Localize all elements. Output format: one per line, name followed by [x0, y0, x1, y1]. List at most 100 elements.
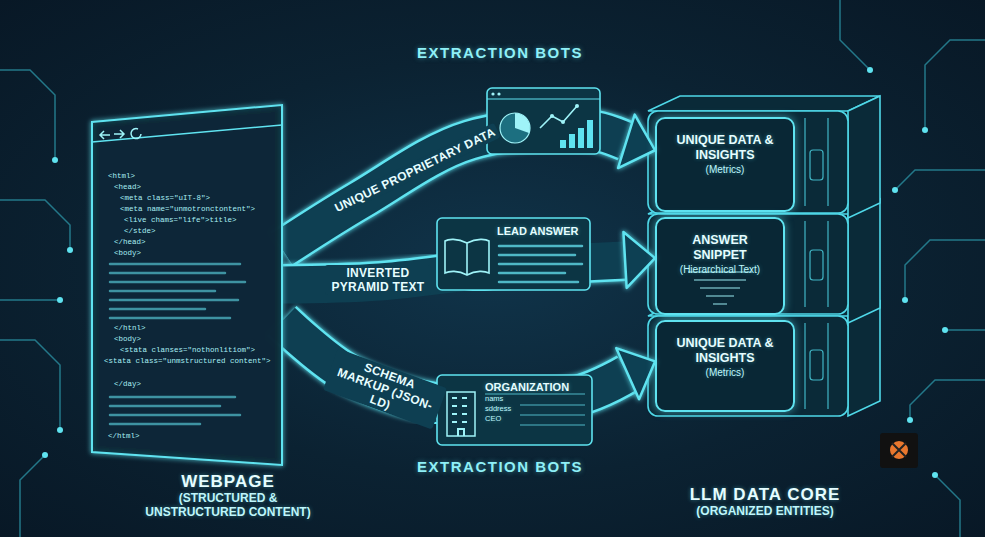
answer-card: LEAD ANSWER [437, 218, 590, 290]
trace-dot [867, 67, 873, 73]
building-windows [452, 398, 467, 436]
circuit-trace [0, 299, 60, 301]
trace-dot [932, 472, 938, 478]
data-core: LLM DATA CORE(ORGANIZED ENTITIES)UNIQUE … [640, 95, 890, 480]
circuit-trace [905, 240, 985, 300]
card-frame [437, 375, 592, 445]
trace-dots [42, 67, 948, 478]
window-dot [491, 92, 494, 95]
trace-dot [67, 247, 73, 253]
forward-icon [114, 130, 124, 138]
circuit-trace [895, 170, 985, 190]
trace-dot [42, 452, 48, 458]
data-module: ANSWER SNIPPET(Hierarchical Text) [655, 217, 785, 315]
code-line: <stata clanses="nothonlitiom"> [120, 346, 255, 355]
bar [587, 120, 593, 148]
arrow-head [623, 232, 655, 288]
browser-nav-icons [100, 129, 141, 139]
circuit-trace [945, 329, 985, 331]
trace-dot [902, 297, 908, 303]
block-front [648, 214, 848, 314]
logo-box [880, 433, 918, 468]
trace-dot [57, 297, 63, 303]
field-name: CEO [485, 414, 501, 424]
card-title: LEAD ANSWER [497, 224, 578, 238]
card-frame [437, 218, 590, 290]
block-handle [810, 250, 823, 280]
card-frame [487, 88, 600, 154]
trace-dot [57, 427, 63, 433]
code-line: <body> [114, 249, 141, 258]
node-heading: WEBPAGE [181, 472, 275, 491]
module-subheading: (Metrics) [706, 366, 745, 379]
code-line: </html> [108, 432, 140, 441]
line-chart [540, 106, 577, 128]
module-heading: UNIQUE DATA & INSIGHTS [665, 133, 785, 163]
code-line: </day> [114, 380, 141, 389]
content-lines [110, 264, 245, 424]
bar [578, 128, 584, 148]
back-icon [100, 131, 110, 139]
bar [560, 140, 566, 148]
organization-card: ORGANIZATIONnamssddressCEO [437, 375, 592, 445]
building-icon [447, 392, 475, 436]
module-subheading: (Metrics) [706, 163, 745, 176]
pie-chart [500, 113, 530, 143]
circuit-trace [910, 380, 985, 420]
code-line: <meta name="unmotronctontent"> [120, 205, 255, 214]
circuit-trace [0, 340, 60, 430]
code-line: <meta class="uIT-8"> [120, 194, 210, 203]
module-heading: ANSWER SNIPPET [665, 233, 775, 263]
circuit-trace [840, 0, 870, 70]
bar-chart [560, 120, 593, 148]
block-top [648, 96, 880, 111]
arrow-label: UNIQUE PROPRIETARY DATA [329, 123, 500, 218]
browser-toolbar-line [92, 125, 282, 142]
caption-block: WEBPAGE(STRUCTURED & UNSTRUCTURED CONTEN… [108, 472, 348, 519]
logo-cross [892, 443, 906, 457]
trace-dot [892, 187, 898, 193]
browser-window [92, 105, 282, 465]
node-heading: LLM DATA CORE [690, 485, 841, 504]
code-line: <body> [114, 335, 141, 344]
text-placeholder [110, 397, 240, 424]
block-front [648, 316, 848, 416]
reload-icon [131, 129, 141, 139]
block-divider [805, 118, 828, 409]
field-name: nams [485, 394, 503, 404]
text-placeholder [499, 246, 582, 282]
code-line: </head> [114, 238, 146, 247]
code-line: <stata class="unmstructured content"> [104, 357, 271, 366]
circuit-trace [0, 70, 55, 160]
pie-slice [515, 113, 530, 133]
code-line: </stde> [124, 227, 156, 236]
arrow-head [618, 115, 655, 168]
block-side [848, 199, 880, 323]
code-line: <html> [108, 172, 135, 181]
trace-dot [922, 127, 928, 133]
node-subheading: (STRUCTURED & UNSTRUCTURED CONTENT) [138, 491, 318, 519]
field-name: sddress [485, 404, 511, 414]
circuit-trace [0, 200, 70, 250]
data-module: UNIQUE DATA & INSIGHTS(Metrics) [655, 320, 795, 412]
organization-card-art [437, 375, 592, 445]
arrow-label: INVERTED PYRAMID TEXT [325, 265, 431, 295]
code-line: <head> [114, 183, 141, 192]
chart-dot [561, 120, 565, 124]
webpage-window: WEBPAGE(STRUCTURED & UNSTRUCTURED CONTEN… [92, 105, 282, 465]
chart-dot [550, 114, 554, 118]
node-subheading: (ORGANIZED ENTITIES) [696, 504, 833, 518]
logo [880, 433, 918, 468]
module-subheading: (Hierarchical Text) [680, 263, 760, 276]
block-details [805, 118, 828, 409]
code-line: </htnl> [114, 324, 146, 333]
caption-block: LLM DATA CORE(ORGANIZED ENTITIES) [620, 485, 910, 518]
chart-dot [575, 104, 579, 108]
arrow-label: SCHEMA MARKUP (JSON-LD) [323, 348, 447, 429]
block-handle [810, 150, 823, 180]
block-handle [810, 350, 823, 380]
table-lines [485, 394, 585, 425]
trace-dot [907, 417, 913, 423]
